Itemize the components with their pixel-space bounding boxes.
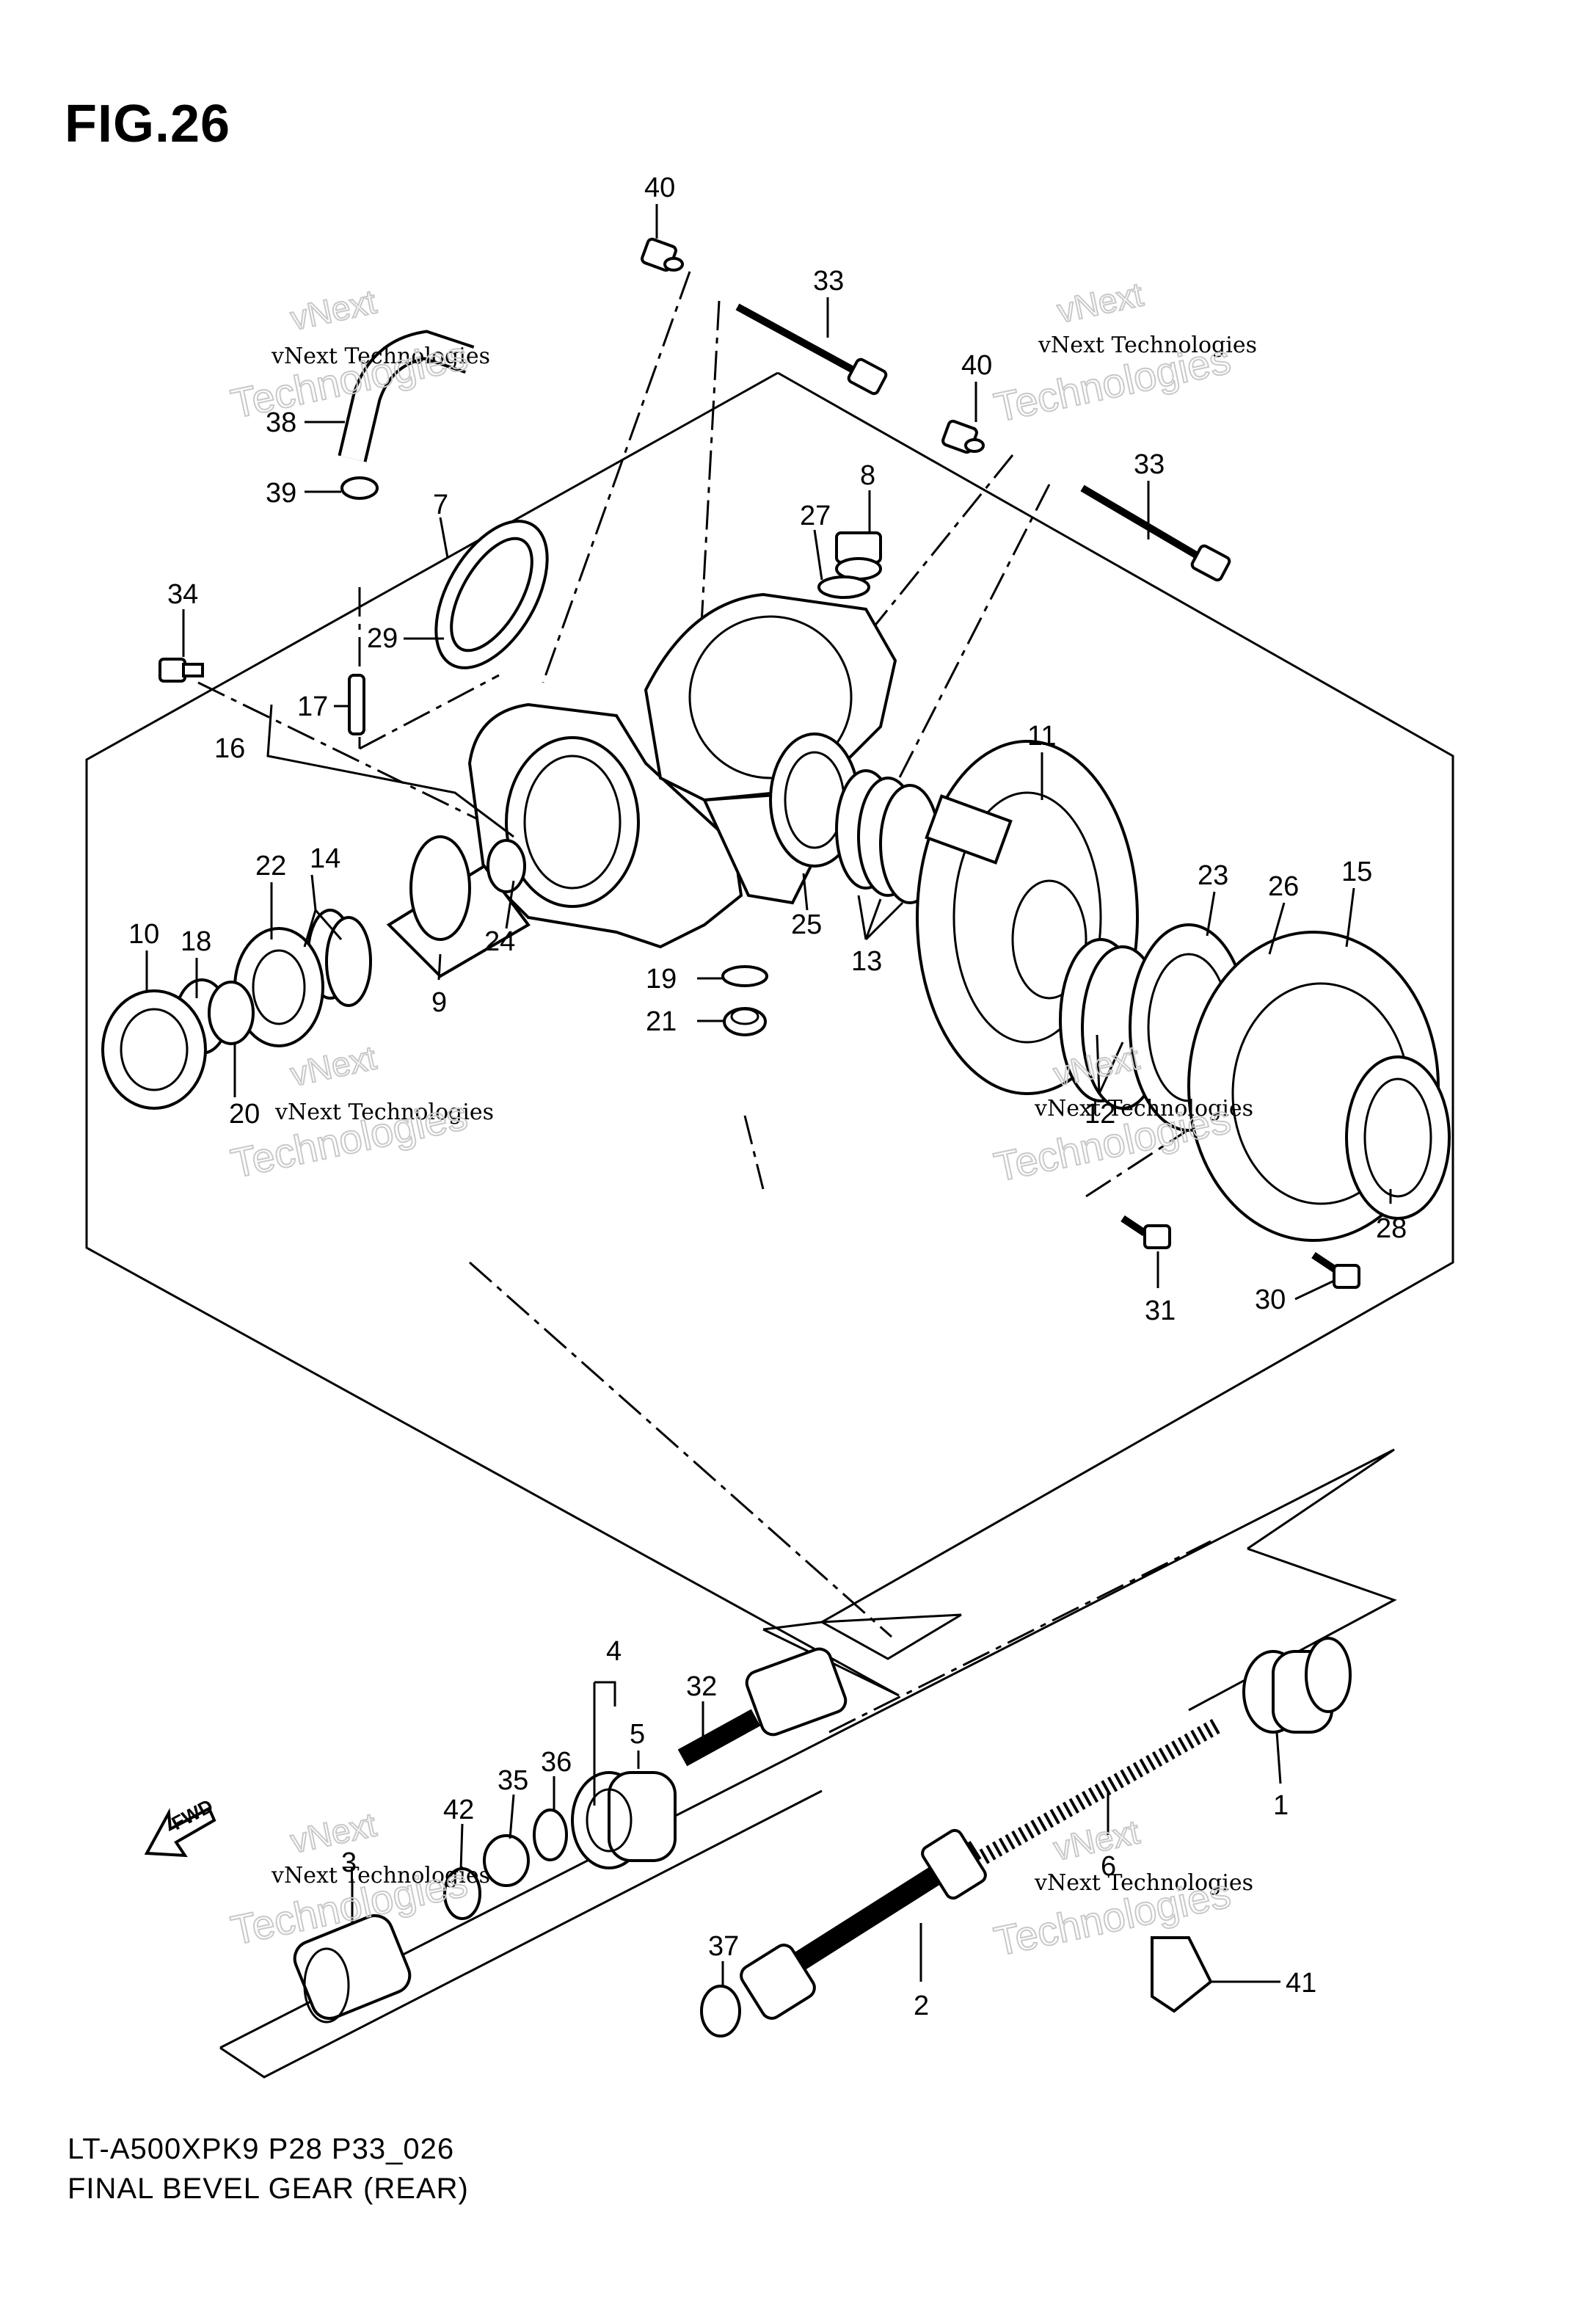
callout-24: 24	[484, 926, 515, 957]
callout-7: 7	[433, 490, 448, 520]
part-ring-20	[208, 981, 255, 1045]
callout-9: 9	[431, 987, 447, 1018]
part-shaft-32	[677, 1647, 848, 1767]
callout-36: 36	[541, 1747, 572, 1778]
part-pin-17	[348, 674, 365, 735]
callout-31: 31	[1145, 1295, 1176, 1326]
svg-text:vNext Technologies: vNext Technologies	[1034, 1870, 1253, 1896]
part-nut-10	[101, 989, 207, 1110]
callout-22: 22	[255, 851, 286, 881]
part-clamp-39	[340, 476, 379, 500]
part-bolt-34	[158, 658, 204, 683]
part-bolt-31	[1121, 1215, 1171, 1249]
part-bearing-22	[233, 927, 324, 1047]
part-washer-36	[533, 1808, 568, 1861]
callout-1: 1	[1273, 1790, 1289, 1821]
svg-text:vNext: vNext	[287, 1805, 379, 1860]
callout-21: 21	[646, 1006, 677, 1037]
callout-6: 6	[1101, 1851, 1116, 1882]
callout-17: 17	[297, 691, 328, 722]
part-coupling-5	[571, 1771, 677, 1869]
callout-2: 2	[914, 1991, 929, 2021]
callout-16: 16	[214, 733, 245, 764]
part-shaft-2	[740, 1828, 987, 2020]
part-ring-42	[443, 1867, 481, 1920]
callout-35: 35	[498, 1765, 528, 1796]
callout-18: 18	[181, 926, 211, 957]
callout-29: 29	[367, 623, 398, 654]
part-seal-28	[1345, 1055, 1451, 1220]
callout-33-top: 33	[813, 266, 844, 297]
part-spring-6	[979, 1717, 1222, 1864]
part-seal-7	[434, 520, 549, 669]
callout-41: 41	[1286, 1968, 1316, 1999]
svg-text:vNext: vNext	[1050, 1812, 1143, 1867]
callout-12: 12	[1085, 1099, 1115, 1130]
svg-text:vNext Technologies: vNext Technologies	[1034, 1096, 1253, 1122]
svg-text:vNext Technologies: vNext Technologies	[271, 1863, 490, 1889]
part-clip-41	[1151, 1936, 1213, 2013]
main-assembly-outline	[85, 371, 1454, 1697]
part-nut-40b	[941, 419, 985, 454]
callout-30: 30	[1255, 1284, 1286, 1315]
parts	[101, 237, 1451, 2037]
callout-42: 42	[443, 1795, 474, 1825]
callout-13: 13	[851, 946, 882, 977]
model-code: LT-A500XPK9 P28 P33_026	[68, 2133, 455, 2165]
part-bolt-33a	[735, 303, 888, 396]
part-hose-38	[338, 330, 475, 462]
callout-27: 27	[800, 501, 831, 531]
callout-10: 10	[128, 919, 159, 950]
callout-8: 8	[860, 460, 875, 491]
part-nut-21	[723, 1007, 767, 1036]
callout-37: 37	[708, 1931, 739, 1962]
callout-33-right: 33	[1134, 449, 1165, 480]
fwd-arrow-icon: FWD	[144, 1795, 216, 1858]
callout-38: 38	[266, 407, 296, 438]
watermark-3: vNext Technologies vNext Technologies	[226, 1037, 494, 1187]
part-bolt-30	[1311, 1251, 1360, 1289]
part-bolt-33b	[1080, 484, 1231, 582]
callout-20: 20	[229, 1099, 260, 1130]
svg-text:vNext: vNext	[1054, 275, 1146, 330]
watermark-6: vNext Technologies vNext Technologies	[989, 1811, 1253, 1965]
part-washer-19	[721, 965, 768, 987]
callout-5: 5	[630, 1719, 645, 1750]
callout-28: 28	[1376, 1213, 1407, 1244]
svg-text:vNext Technologies: vNext Technologies	[1038, 332, 1257, 358]
callout-14: 14	[310, 843, 340, 874]
watermarks: vNext Technologies vNext Technologies vN…	[226, 274, 1257, 1965]
part-nut-40a	[641, 237, 684, 272]
part-nut-35	[483, 1834, 530, 1887]
callout-19: 19	[646, 964, 677, 995]
callout-40-right: 40	[961, 350, 992, 381]
callout-15: 15	[1341, 857, 1372, 887]
callout-4: 4	[606, 1636, 622, 1667]
leader-lines	[145, 204, 1392, 1988]
callout-23: 23	[1198, 860, 1228, 891]
callout-25: 25	[791, 909, 822, 940]
part-plug-8	[817, 531, 882, 599]
svg-text:vNext Technologies: vNext Technologies	[271, 343, 490, 369]
part-pinion-gear-9	[386, 835, 531, 978]
svg-text:vNext Technologies: vNext Technologies	[274, 1099, 494, 1125]
figure-title: FIG.26	[65, 95, 231, 153]
callout-32: 32	[686, 1671, 717, 1702]
svg-text:vNext: vNext	[287, 1038, 379, 1093]
callout-3: 3	[341, 1847, 357, 1878]
part-joint-1	[1242, 1637, 1352, 1734]
callout-11: 11	[1027, 721, 1056, 752]
callout-40-top: 40	[644, 172, 675, 203]
part-oring-37	[700, 1985, 741, 2037]
callout-39: 39	[266, 478, 296, 509]
callout-labels: 40 33 40 33 38 39 7 8 27 34 29 17 16 11 …	[128, 172, 1407, 2021]
watermark-2: vNext Technologies vNext Technologies	[989, 274, 1257, 431]
part-sleeve-3	[293, 1914, 412, 2024]
callout-26: 26	[1268, 871, 1299, 902]
figure-name: FINAL BEVEL GEAR (REAR)	[68, 2173, 469, 2205]
svg-text:vNext: vNext	[287, 282, 379, 337]
alignment-lines	[197, 271, 1234, 1734]
callout-34: 34	[167, 579, 198, 610]
